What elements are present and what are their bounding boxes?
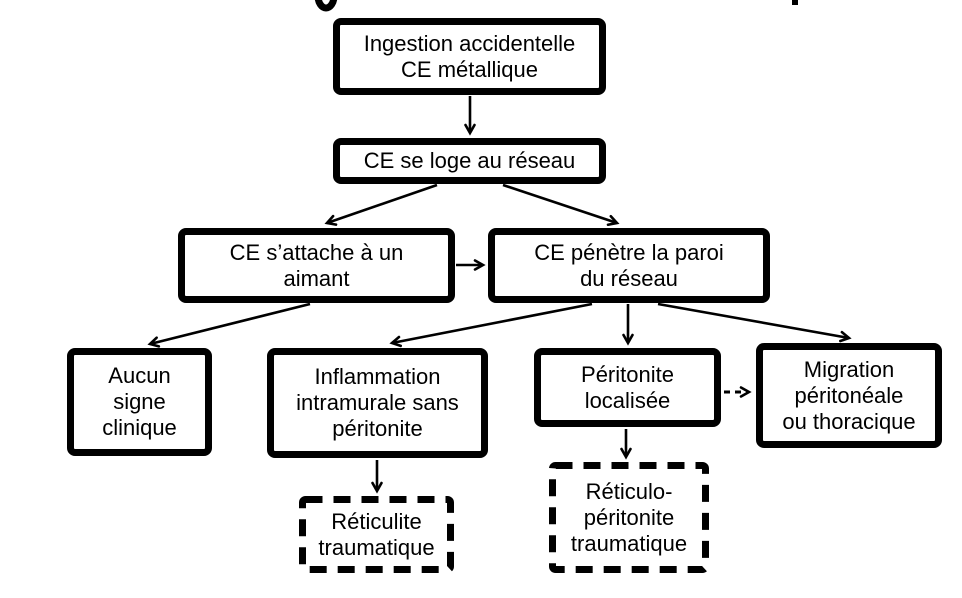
edge-paroi-to-migration	[657, 302, 852, 343]
edge-loge-to-paroi	[502, 183, 620, 227]
node-migration-peritoneale: Migration péritonéale ou thoracique	[756, 343, 942, 448]
node-reticulite-traumatique: Réticulite traumatique	[318, 508, 435, 560]
node-reticulo-peritonite-traumatique: Réticulo- péritonite traumatique	[570, 478, 688, 556]
cropped-title-g-descender-icon	[314, 0, 338, 12]
edge-loge-to-aimant	[324, 183, 438, 226]
node-ingestion-accidentelle: Ingestion accidentelle CE métallique	[333, 18, 606, 95]
reticulo-dashed-border	[549, 462, 709, 573]
edge-aimant-to-aucun	[147, 302, 311, 348]
node-ce-penetre-paroi: CE pénètre la paroi du réseau	[488, 228, 770, 303]
node-ce-s-attache-aimant: CE s’attache à un aimant	[178, 228, 455, 303]
edge-paroi-to-inflammation	[389, 302, 593, 348]
reticulite-dashed-border	[299, 496, 454, 573]
node-peritonite-localisee: Péritonite localisée	[534, 348, 721, 427]
node-inflammation-intramurale: Inflammation intramurale sans péritonite	[267, 348, 488, 458]
node-aucun-signe-clinique: Aucun signe clinique	[67, 348, 212, 456]
node-ce-se-loge-au-reseau: CE se loge au réseau	[333, 138, 606, 184]
cropped-title-stem-icon	[792, 0, 798, 5]
